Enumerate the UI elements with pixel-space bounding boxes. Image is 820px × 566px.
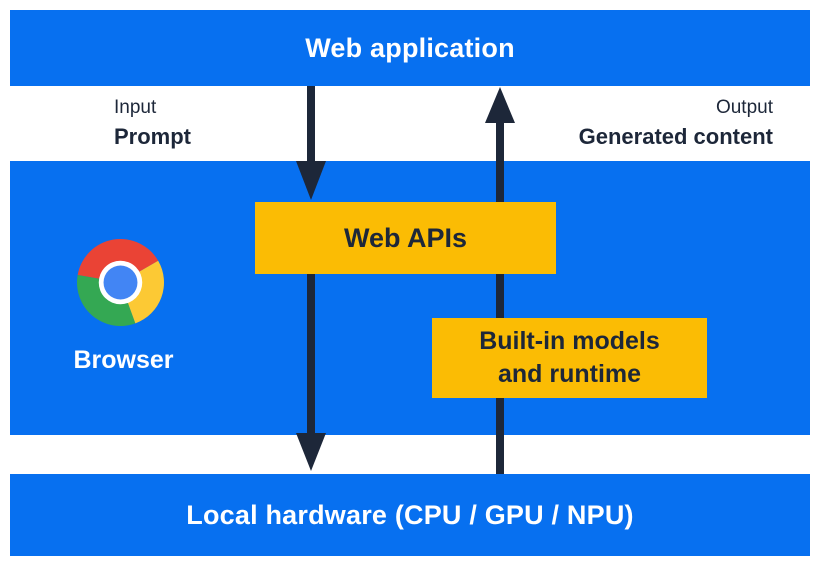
local-hardware-bar: Local hardware (CPU / GPU / NPU) xyxy=(10,474,810,556)
builtin-models-label-line1: Built-in models xyxy=(479,327,660,355)
output-value: Generated content xyxy=(578,123,773,149)
builtin-models-box: Built-in models and runtime xyxy=(432,318,707,398)
builtin-models-label-line2: and runtime xyxy=(497,360,642,388)
web-application-label: Web application xyxy=(305,32,515,63)
input-value: Prompt xyxy=(114,123,191,149)
browser-label: Browser xyxy=(73,346,174,374)
local-hardware-label: Local hardware (CPU / GPU / NPU) xyxy=(186,499,634,530)
output-label-group: Output Generated content xyxy=(579,96,773,150)
chrome-browser-icon xyxy=(77,239,164,326)
input-label-group: Input Prompt xyxy=(114,96,191,150)
output-title: Output xyxy=(715,97,773,118)
web-apis-box: Web APIs xyxy=(255,202,556,274)
web-application-bar: Web application xyxy=(10,10,810,86)
input-title: Input xyxy=(114,97,157,118)
web-apis-label: Web APIs xyxy=(343,222,468,253)
